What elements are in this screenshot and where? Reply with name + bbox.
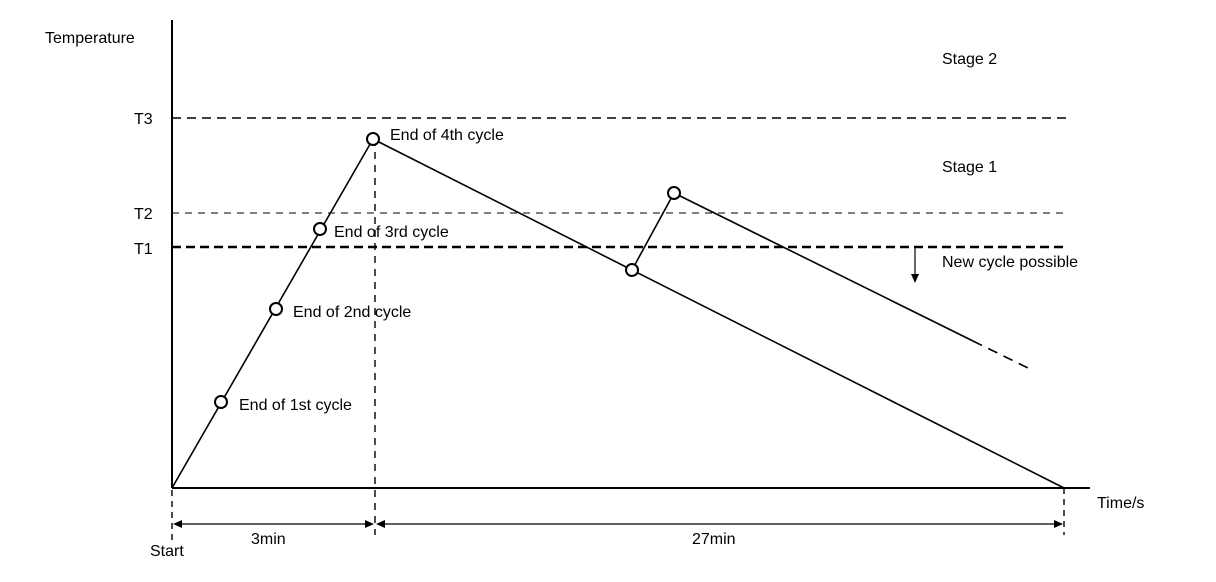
interval-3min-label: 3min [251, 531, 286, 548]
stage-1-label: Stage 1 [942, 159, 997, 176]
level-label-t3: T3 [134, 111, 153, 128]
start-label: Start [150, 543, 184, 560]
interval-27min-label: 27min [692, 531, 736, 548]
cycle-point-1 [214, 395, 228, 409]
level-label-t1: T1 [134, 241, 153, 258]
down-arrow-icon [911, 274, 919, 283]
cycle-label-2: End of 2nd cycle [293, 304, 411, 321]
cycle-point-4 [366, 132, 380, 146]
cycle-label-4: End of 4th cycle [390, 127, 504, 144]
cycle-point-2 [269, 302, 283, 316]
cycle-label-3: End of 3rd cycle [334, 224, 449, 241]
interval-3min-arrowhead-right [365, 520, 374, 528]
cycle-label-1: End of 1st cycle [239, 397, 352, 414]
level-label-t2: T2 [134, 206, 153, 223]
reheat-line [631, 192, 675, 271]
stage-2-label: Stage 2 [942, 51, 997, 68]
x-axis-label: Time/s [1097, 495, 1144, 512]
reheat-peak-point [667, 186, 681, 200]
cooling-line-3 [673, 192, 974, 342]
new-cycle-possible-label: New cycle possible [942, 254, 1078, 271]
cooling-low-point [625, 263, 639, 277]
cooling-line-3-continuation [972, 340, 1031, 370]
interval-27min-arrowhead-left [376, 520, 385, 528]
cooling-line-1 [372, 138, 633, 271]
interval-3min-arrowhead-left [173, 520, 182, 528]
y-axis-label: Temperature [45, 30, 135, 47]
interval-27min-arrowhead-right [1054, 520, 1063, 528]
cooling-line-2 [631, 269, 1065, 489]
cycle-point-3 [313, 222, 327, 236]
